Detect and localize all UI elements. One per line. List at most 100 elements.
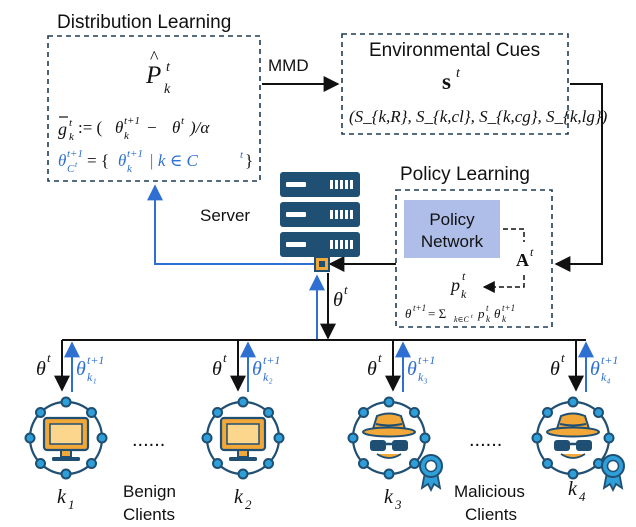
svg-text:= Σ: = Σ [428,306,446,321]
policy-network-line1: Policy [429,210,475,229]
svg-text:s: s [442,69,451,94]
svg-text:t: t [462,269,466,283]
policy-learning-title: Policy Learning [400,164,530,185]
server-to-distribution-arrow [147,184,316,265]
svg-text:t: t [486,303,489,313]
svg-text:θ: θ [550,358,560,380]
svg-text:p: p [477,306,485,321]
svg-text:k: k [57,486,67,508]
svg-text:C: C [67,163,75,175]
svg-text:3: 3 [394,497,402,512]
p-kt-weight: p t k [449,269,467,301]
theta-t-server: θ t [333,282,348,311]
svg-text:1: 1 [68,497,75,512]
mmd-label: MMD [268,56,309,75]
svg-text:θ: θ [58,151,66,170]
theta-t-label: θ t [367,350,382,380]
theta-t-label: θ t [212,350,227,380]
svg-text:k: k [234,486,244,508]
svg-text:k: k [124,130,130,142]
svg-text:k: k [69,131,75,143]
svg-text:)/α: )/α [189,118,210,137]
benign-ellipsis: ...... [132,429,165,451]
svg-text:4: 4 [579,489,586,504]
svg-text:t: t [240,149,244,161]
spy-icon [361,412,417,460]
benign-label-line1: Benign [123,482,176,501]
theta-update-formula: θ t+1 = Σ k∈C t p t k θ t+1 k [405,303,515,324]
server-icon [280,172,360,257]
svg-text:k: k [384,486,394,508]
distribution-learning-box: P ^ t k g t k := ( θ t+1 k − θ t )/α θ C… [47,35,261,182]
client-k4: θ t θ t+1 k₄ k 4 [531,340,625,504]
svg-text:t+1: t+1 [413,303,426,313]
g-bar-formula: g t k := ( θ t+1 k − θ t )/α [58,115,210,143]
svg-text:t+1: t+1 [67,148,83,160]
theta-set-formula: θ C t t+1 = { θ t+1 k | k ∈ C t } [58,148,253,175]
svg-text::= (: := ( [78,118,103,137]
svg-text:θ: θ [212,358,222,380]
svg-text:t: t [223,350,227,365]
policy-network-block [404,200,500,258]
client-k4-label: k 4 [568,478,586,504]
svg-text:θ: θ [118,151,126,170]
svg-text:t+1: t+1 [601,353,618,367]
benign-label-line2: Clients [123,505,175,524]
svg-text:t: t [471,314,473,320]
environmental-cues-box: s t (S_{k,R}, S_{k,cl}, S_{k,cg}, S_{k,l… [341,33,608,135]
svg-text:−: − [147,118,157,137]
client-k3-label: k 3 [384,486,402,512]
svg-text:t+1: t+1 [124,115,140,127]
svg-text:θ: θ [333,289,343,311]
svg-text:p: p [449,275,460,295]
svg-text:k∈C: k∈C [454,315,469,324]
distribution-learning-title: Distribution Learning [57,12,231,33]
svg-text:θ: θ [367,358,377,380]
svg-text:θ: θ [76,358,86,380]
svg-text:k: k [486,314,491,324]
svg-text:= {: = { [87,151,109,170]
badge-icon [419,454,443,491]
svg-text:k₃: k₃ [418,370,428,384]
client-k1: θ t θ t+1 k₁ k 1 [24,340,108,512]
theta-t-label: θ t [550,350,565,380]
computer-icon [42,416,90,463]
svg-text:t: t [456,66,461,81]
svg-text:k: k [568,478,578,500]
svg-text:t+1: t+1 [263,353,280,367]
svg-text:k₁: k₁ [87,370,97,384]
theta-up-label: θ t+1 k₃ [407,353,435,384]
policy-learning-box: Policy Network A t p t k θ t+1 = Σ k∈C t… [395,189,553,328]
svg-text:k: k [127,163,133,175]
server-label: Server [200,206,250,225]
svg-text:t: t [530,245,534,259]
s-tuple: (S_{k,R}, S_{k,cl}, S_{k,cg}, S_{k,lg}) [349,107,608,126]
malicious-label-line1: Malicious [454,482,525,501]
svg-text:t: t [47,350,51,365]
svg-text:θ: θ [172,118,180,137]
svg-text:θ: θ [407,358,417,380]
svg-text:k: k [502,314,507,324]
theta-up-label: θ t+1 k₂ [252,353,280,384]
svg-text:t: t [378,350,382,365]
svg-text:A: A [516,250,529,270]
client-k1-label: k 1 [57,486,75,512]
svg-text:t+1: t+1 [87,353,104,367]
s-t-vector: s t [442,66,461,94]
svg-text:2: 2 [245,497,252,512]
svg-text:θ: θ [115,118,123,137]
svg-text:k₂: k₂ [263,370,273,384]
A-t-action: A t [516,245,534,270]
svg-text:θ: θ [36,358,46,380]
spy-icon [545,412,601,460]
malicious-label-line2: Clients [465,505,517,524]
cues-to-policy-arrow [554,83,603,272]
client-k2-label: k 2 [234,486,252,512]
svg-text:t: t [181,115,185,127]
policy-network-line2: Network [421,232,484,251]
svg-text:k: k [164,82,171,97]
computer-icon [219,416,267,463]
svg-text:k₄: k₄ [601,370,611,384]
svg-text:t+1: t+1 [418,353,435,367]
